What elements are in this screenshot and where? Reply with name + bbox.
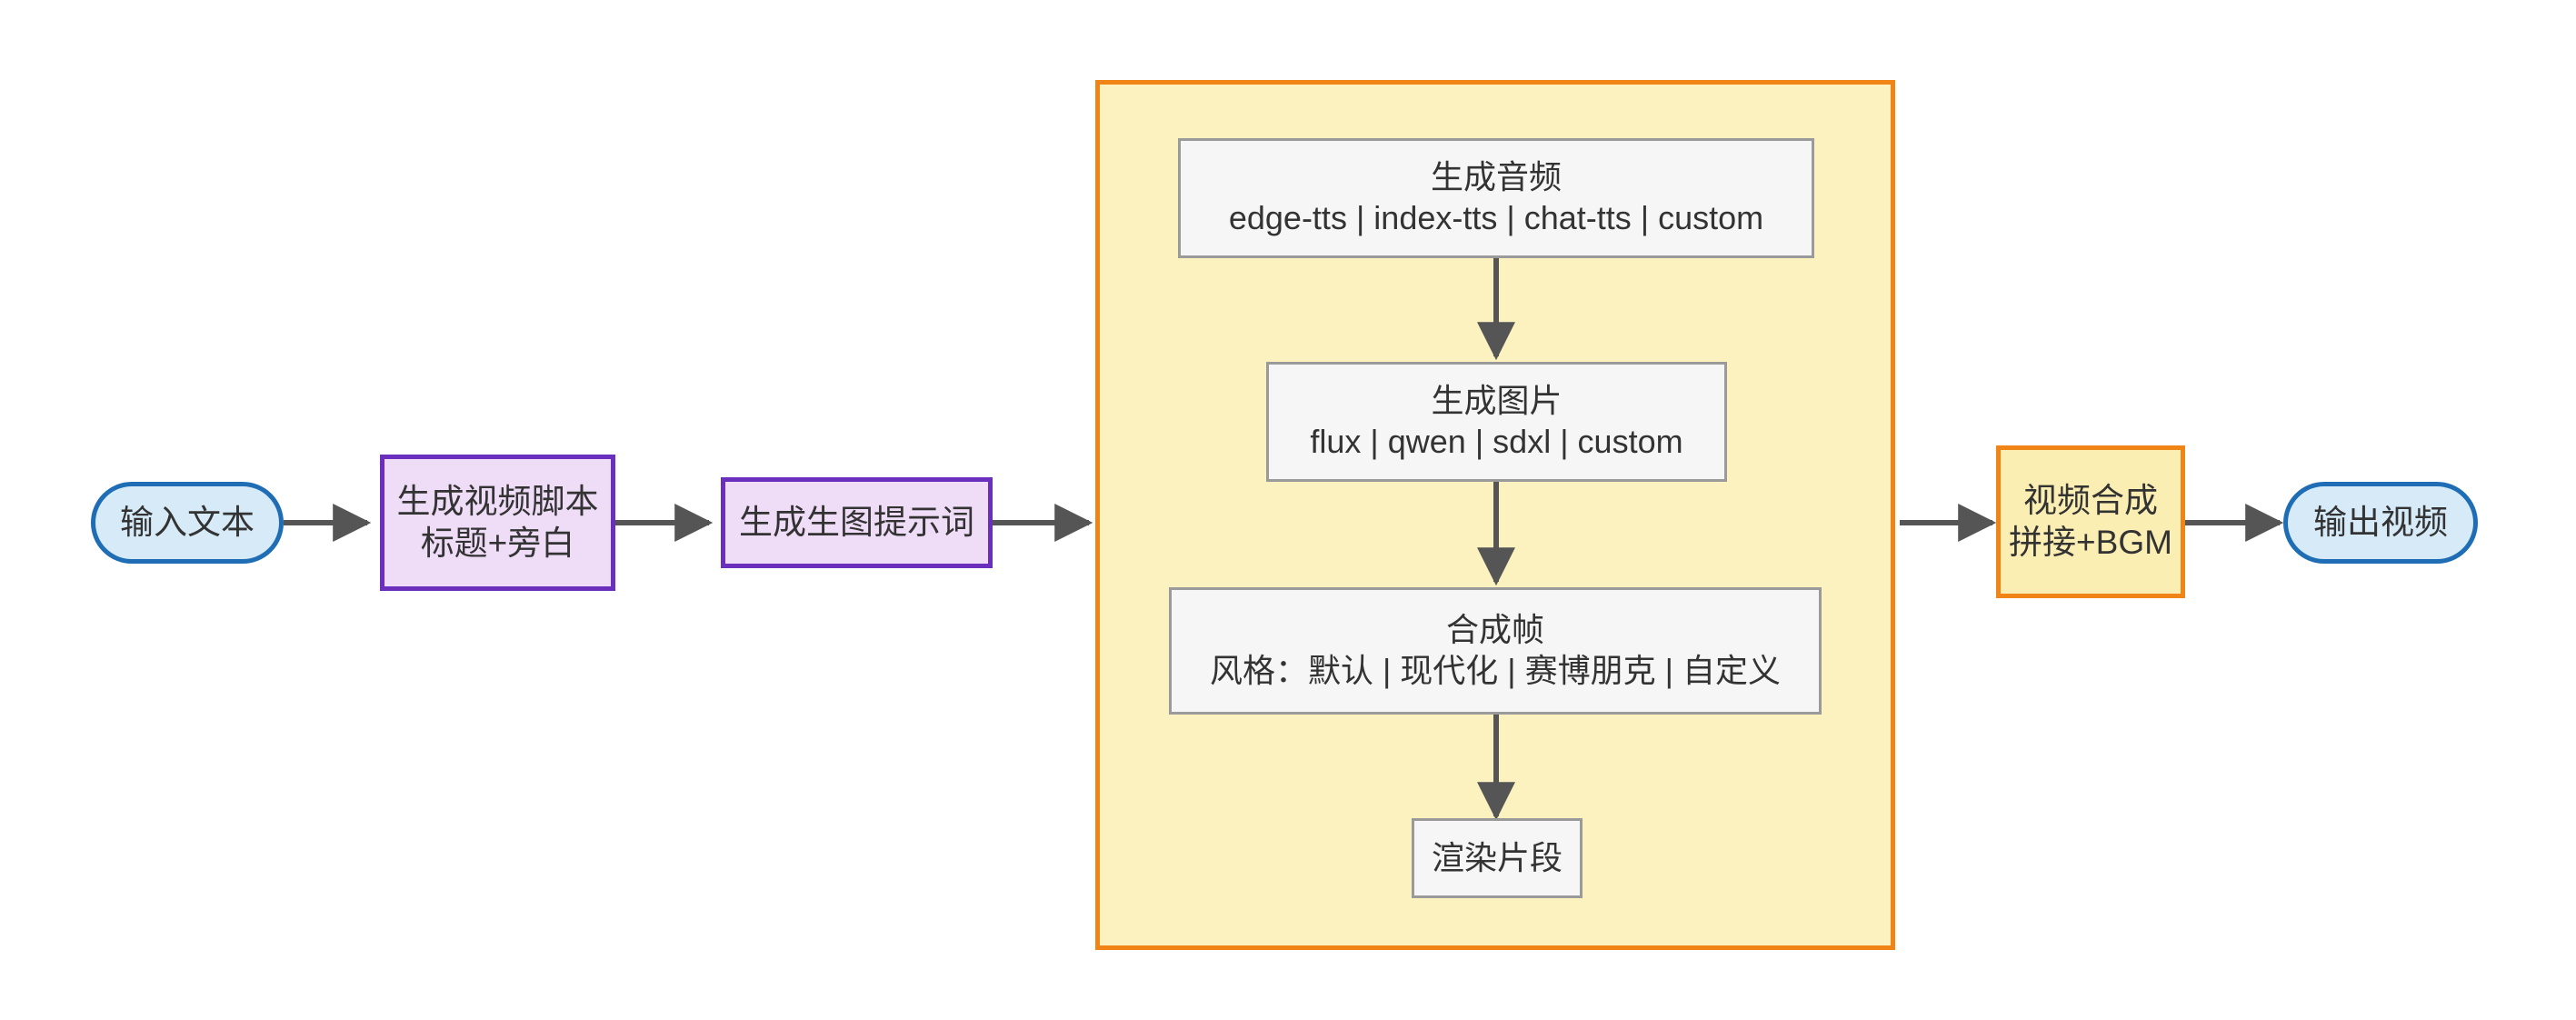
node-generate-audio[interactable]: 生成音频 edge-tts | index-tts | chat-tts | c… <box>1178 138 1814 258</box>
node-generate-image-options: flux | qwen | sdxl | custom <box>1310 423 1683 460</box>
node-video-compose-line1: 视频合成 <box>2023 482 2158 520</box>
node-generate-audio-title: 生成音频 <box>1430 158 1562 196</box>
node-generate-script[interactable]: 生成视频脚本 标题+旁白 <box>380 455 615 591</box>
node-compose-frame-title: 合成帧 <box>1445 611 1544 649</box>
node-generate-script-line2: 标题+旁白 <box>420 525 575 562</box>
node-generate-image-title: 生成图片 <box>1431 382 1563 420</box>
node-video-compose[interactable]: 视频合成 拼接+BGM <box>1996 445 2185 598</box>
node-output-video-label: 输出视频 <box>2313 504 2448 542</box>
node-generate-image-prompt[interactable]: 生成生图提示词 <box>721 477 993 568</box>
node-input-text-label: 输入文本 <box>120 504 255 542</box>
node-compose-frame-styles: 风格：默认 | 现代化 | 赛博朋克 | 自定义 <box>1209 652 1782 689</box>
node-generate-audio-options: edge-tts | index-tts | chat-tts | custom <box>1228 199 1764 236</box>
node-compose-frame[interactable]: 合成帧 风格：默认 | 现代化 | 赛博朋克 | 自定义 <box>1169 587 1822 715</box>
node-generate-script-line1: 生成视频脚本 <box>396 483 599 521</box>
node-video-compose-line2: 拼接+BGM <box>2009 524 2172 561</box>
node-output-video[interactable]: 输出视频 <box>2283 482 2478 564</box>
node-generate-image[interactable]: 生成图片 flux | qwen | sdxl | custom <box>1266 362 1727 482</box>
node-render-clip[interactable]: 渲染片段 <box>1412 818 1583 898</box>
node-generate-image-prompt-label: 生成生图提示词 <box>739 504 974 542</box>
node-input-text[interactable]: 输入文本 <box>91 482 284 564</box>
node-render-clip-label: 渲染片段 <box>1431 838 1563 876</box>
